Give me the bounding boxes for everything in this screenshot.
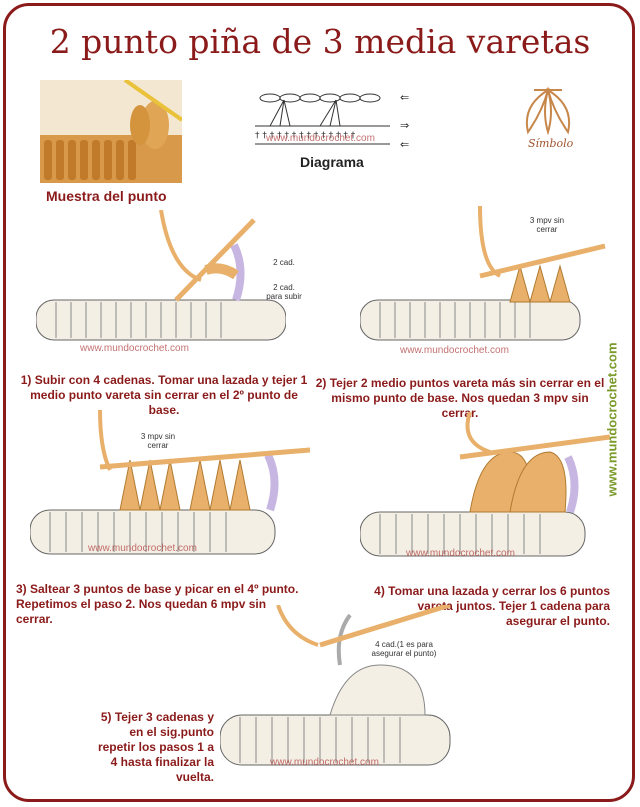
- step-4-illustration: [360, 412, 610, 557]
- diagram-watermark: www.mundocrochet.com: [266, 133, 375, 144]
- step-1-label-a: 2 cad.: [273, 258, 295, 267]
- puff-symbol-icon: [526, 86, 570, 136]
- step-1-watermark: www.mundocrochet.com: [80, 343, 189, 354]
- step-1-text: 1) Subir con 4 cadenas. Tomar una lazada…: [20, 373, 308, 417]
- step-3-illustration: [30, 410, 310, 555]
- side-website-url: www.mundocrochet.com: [604, 342, 620, 497]
- step-4-text: 4) Tomar una lazada y cerrar los 6 punto…: [374, 584, 610, 628]
- step-5-label: 4 cad.(1 es para asegurar el punto): [371, 640, 437, 658]
- step-2-watermark: www.mundocrochet.com: [400, 345, 509, 356]
- svg-text:⇒: ⇒: [400, 119, 409, 132]
- diagram-caption: Diagrama: [300, 154, 364, 170]
- step-2-text: 2) Tejer 2 medio puntos vareta más sin c…: [315, 376, 605, 420]
- step-3-label: 3 mpv sin cerrar: [140, 432, 176, 450]
- step-3-text: 3) Saltear 3 puntos de base y picar en e…: [16, 582, 299, 626]
- svg-text:⇐: ⇐: [400, 91, 409, 104]
- step-5-watermark: www.mundocrochet.com: [270, 757, 379, 768]
- page-title: 2 punto piña de 3 media varetas: [49, 22, 591, 61]
- step-5-illustration: [220, 605, 451, 766]
- svg-text:† † † † † † † † † † † † † †: † † † † † † † † † † † † † †: [255, 131, 356, 141]
- step-4-watermark: www.mundocrochet.com: [406, 548, 515, 559]
- step-1-illustration: [36, 210, 286, 341]
- svg-text:⇐: ⇐: [400, 138, 409, 151]
- step-3-watermark: www.mundocrochet.com: [88, 543, 197, 554]
- step-5-text: 5) Tejer 3 cadenas y en el sig.punto rep…: [97, 710, 214, 784]
- step-1-label-b: 2 cad. para subir: [266, 283, 302, 301]
- page-frame: [3, 3, 635, 802]
- symbol-caption: Símbolo: [528, 137, 574, 150]
- sample-caption: Muestra del punto: [46, 188, 167, 204]
- step-2-label: 3 mpv sin cerrar: [529, 216, 565, 234]
- stitch-sample-photo: [40, 80, 182, 183]
- stitch-chart-diagram: † † † † † † † † † † † † † † ⇐ ⇒ ⇐: [255, 91, 409, 151]
- step-2-illustration: [360, 206, 606, 341]
